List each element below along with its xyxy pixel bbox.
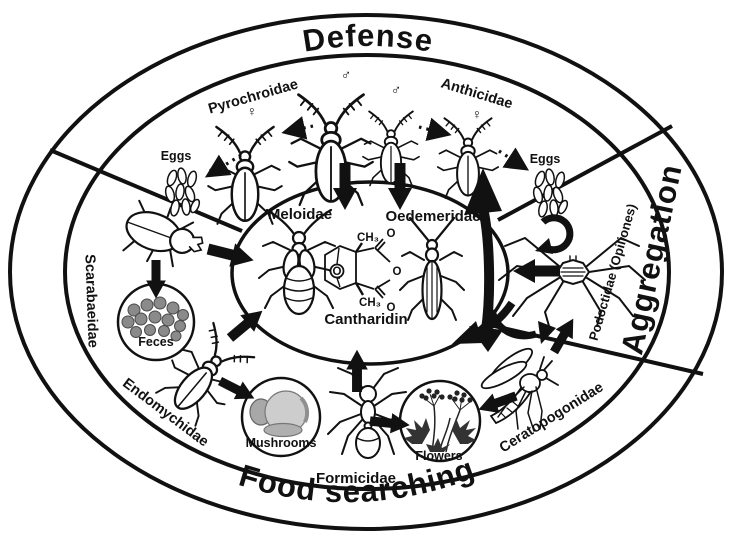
ant-figure	[327, 367, 409, 459]
dotted-arrow-male-to-female-left	[281, 116, 314, 140]
curved-arrows	[452, 168, 574, 352]
scarabaeidae-compartment: Scarabaeidae Feces	[81, 199, 204, 362]
label-mushrooms: Mushrooms	[246, 436, 317, 450]
mushrooms-figure	[249, 390, 310, 438]
harvestman-figure	[498, 236, 646, 327]
male-symbol-pyrochroidae: ♂	[341, 66, 352, 82]
cycle-arrow-upper	[540, 214, 574, 254]
male-symbol-anthicidae: ♂	[391, 81, 402, 97]
dotted-arrow-female-to-eggs-left	[204, 153, 242, 178]
arrow-podoctidae-to-core	[513, 259, 560, 283]
chem-ch3-top-o: O	[387, 302, 396, 314]
dung-beetle-figure	[122, 199, 204, 268]
arrow-endomychidae-to-core	[223, 302, 270, 347]
chem-ch3-top: CH₃	[357, 232, 379, 244]
divider-upper-right	[497, 124, 673, 222]
arrow-formicidae-to-core	[346, 349, 368, 392]
arrow-ceratopogonidae-to-podoctidae	[545, 313, 582, 357]
label-meloidae: Meloidae	[268, 206, 332, 223]
cycle-arrow-upper-head	[535, 238, 553, 254]
label-scarabaeidae: Scarabaeidae	[81, 254, 100, 348]
midge-figure	[480, 347, 559, 432]
label-formicidae: Formicidae	[316, 470, 396, 487]
label-eggs-right: Eggs	[530, 152, 561, 166]
flowers-figure	[404, 388, 476, 453]
outer-ellipse	[8, 13, 724, 531]
formicidae-compartment: Formicidae Flowers	[316, 367, 482, 487]
cantharidin-structure-figure: O O O O CH₃ CH₃	[324, 228, 402, 314]
divider-upper-left	[49, 148, 243, 233]
cantharidin-core: Meloidae Oedemeridae	[258, 206, 481, 328]
double-arrow-shaft	[478, 206, 495, 331]
label-flowers: Flowers	[415, 449, 462, 463]
middle-ellipse	[63, 53, 671, 491]
anthicidae-male-beetle-figure	[361, 110, 421, 187]
dotted-arrow-male-to-female-right	[418, 117, 452, 141]
female-symbol-anthicidae: ♀	[472, 106, 483, 122]
chem-o-ring: O	[393, 266, 402, 278]
hook-arrow-shaft	[488, 309, 537, 340]
label-eggs-left: Eggs	[161, 149, 192, 163]
defense-compartment: Pyrochroidae Anthicidae ♀ ♂ ♂ ♀ Eggs Egg…	[161, 66, 570, 226]
label-defense-text: Defense	[300, 18, 435, 59]
female-symbol-pyrochroidae: ♀	[247, 103, 258, 119]
double-arrow-head-up	[464, 168, 502, 215]
concentric-rings	[8, 13, 724, 531]
eggs-cluster-right-figure	[531, 167, 570, 219]
label-feces: Feces	[138, 335, 173, 349]
meloidae-beetle-figure	[258, 208, 340, 316]
label-aggregation: Aggregation	[614, 161, 688, 358]
feces-blobs-figure	[121, 296, 189, 342]
label-oedemeridae: Oedemeridae	[385, 208, 480, 225]
chem-ch3-bottom: CH₃	[359, 297, 381, 309]
arrow-core-to-ceratopogonidae-head	[452, 321, 483, 344]
label-defense: Defense	[300, 18, 436, 59]
hook-arrow-head	[538, 321, 556, 344]
oedemeridae-beetle-figure	[399, 216, 465, 321]
dotted-arrow-female-to-eggs-right	[498, 147, 530, 171]
chem-o-top: O	[387, 228, 396, 240]
label-cantharidin: Cantharidin	[324, 311, 407, 328]
chem-o-bridge: O	[333, 266, 342, 278]
pyrochroidae-male-beetle-figure	[287, 93, 375, 207]
